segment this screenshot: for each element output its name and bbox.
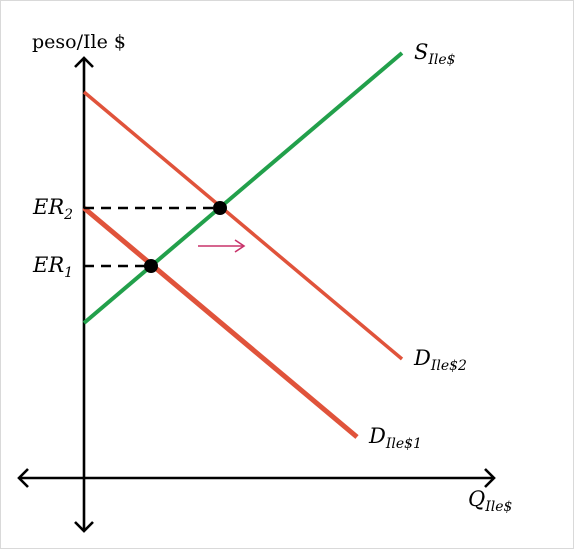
er1-label: ER1: [32, 253, 73, 281]
supply-curve: [82, 51, 404, 325]
x-axis-left-arrowhead: [17, 468, 29, 488]
demand-2-label: DIle$2: [413, 346, 467, 374]
equilibrium-point-2: [213, 201, 227, 215]
demand-curve-1: [82, 206, 359, 439]
y-axis-label: peso/Ile $: [32, 31, 126, 53]
demand-shift-arrow: [198, 239, 246, 253]
equilibrium-point-1: [144, 259, 158, 273]
supply-label: SIle$: [414, 40, 456, 68]
er2-label: ER2: [32, 195, 73, 223]
y-axis-top-arrowhead: [74, 56, 94, 68]
y-axis-bottom-arrowhead: [74, 521, 94, 533]
x-axis-label: QIle$: [468, 487, 513, 515]
x-axis-right-arrowhead: [484, 468, 496, 488]
demand-1-label: DIle$1: [368, 424, 422, 452]
demand-curve-2: [82, 90, 404, 361]
